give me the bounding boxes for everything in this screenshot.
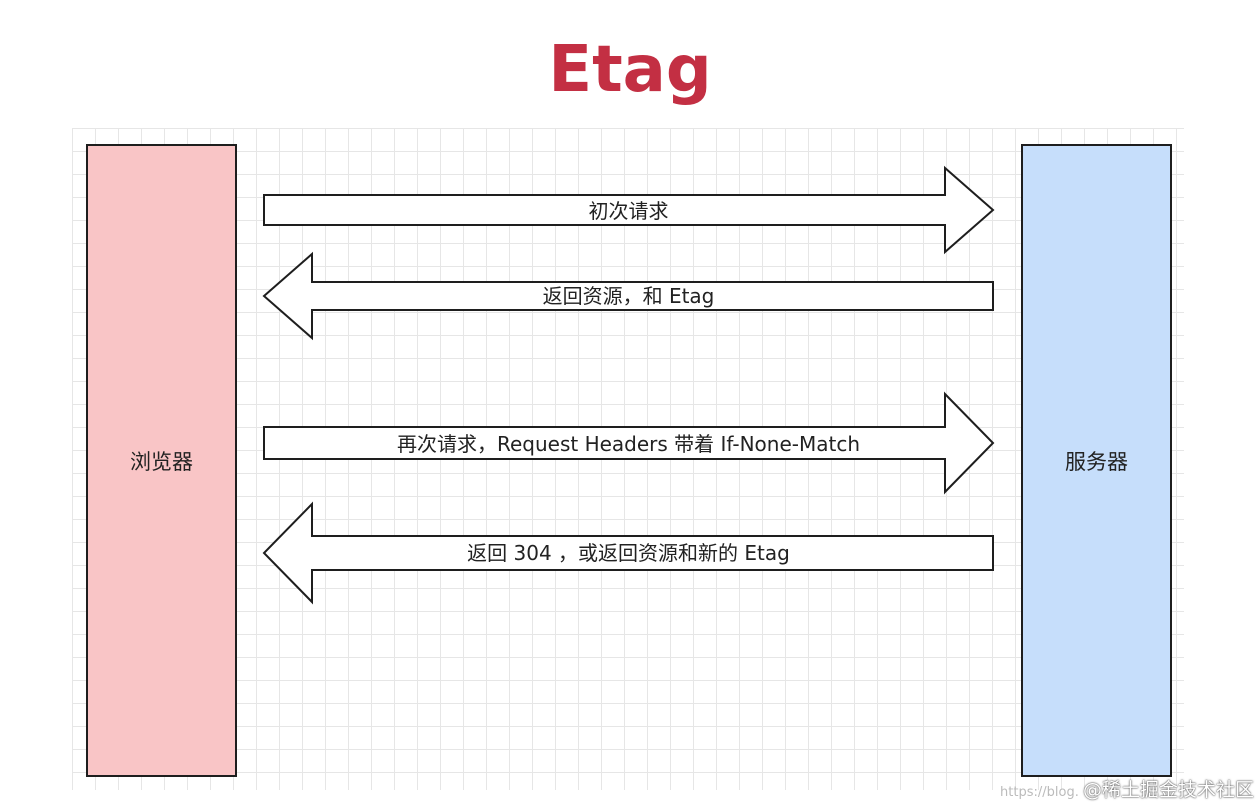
arrow-return-304 xyxy=(262,501,994,605)
browser-node: 浏览器 xyxy=(86,144,237,777)
diagram-title: Etag xyxy=(548,33,712,107)
arrow-initial-request xyxy=(263,165,995,255)
arrow-label-second-request: 再次请求，Request Headers 带着 If-None-Match xyxy=(396,432,861,456)
watermark-url: https://blog. xyxy=(1000,785,1079,800)
browser-label: 浏览器 xyxy=(130,449,193,474)
arrow-return-resource-etag xyxy=(262,251,994,341)
watermark-brand: @稀土掘金技术社区 xyxy=(1082,779,1254,801)
arrow-second-request xyxy=(263,391,995,495)
server-node: 服务器 xyxy=(1021,144,1172,777)
server-label: 服务器 xyxy=(1065,449,1128,474)
arrow-label-return-304: 返回 304 ，或返回资源和新的 Etag xyxy=(467,541,790,565)
arrow-label-initial-request: 初次请求 xyxy=(588,199,669,223)
watermark: https://blog. @稀土掘金技术社区 xyxy=(1000,775,1254,802)
arrow-label-return-resource-etag: 返回资源，和 Etag xyxy=(542,284,715,308)
